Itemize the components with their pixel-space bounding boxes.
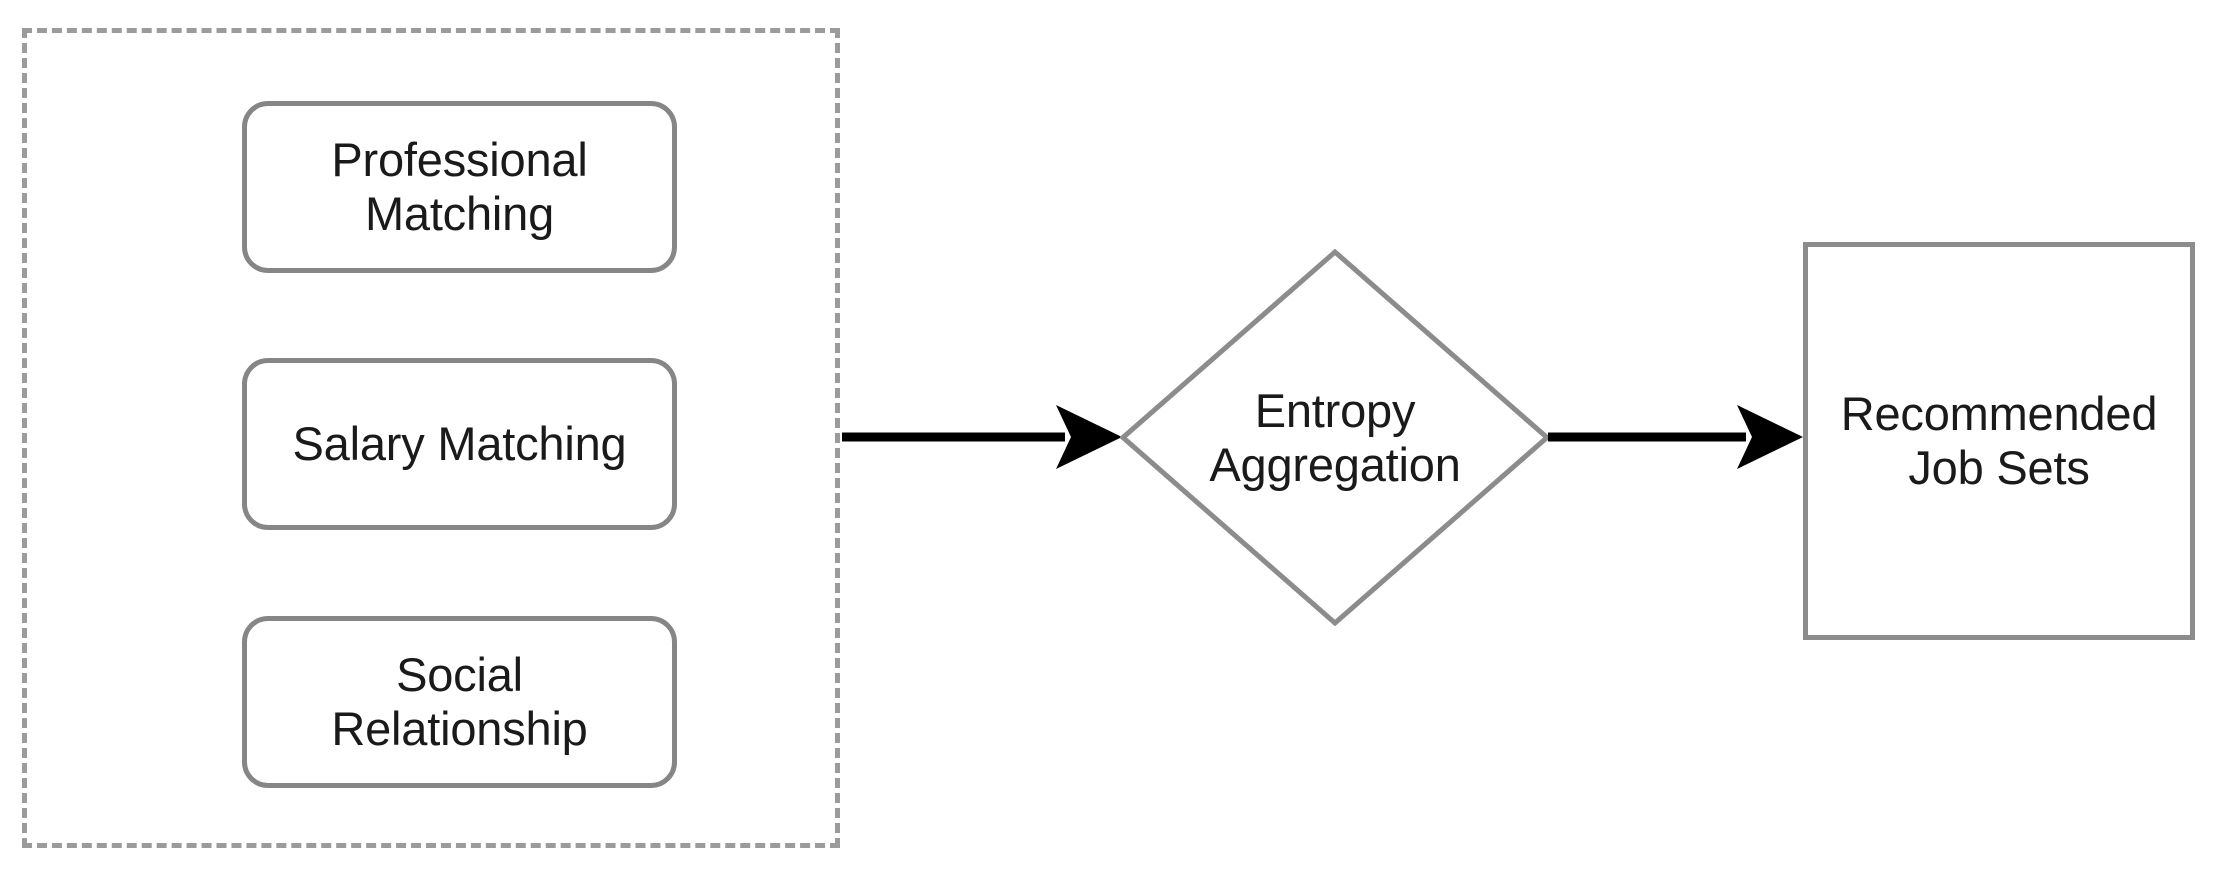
node-recommended-job-sets-label: Recommended Job Sets — [1840, 387, 2158, 494]
node-recommended-job-sets[interactable]: Recommended Job Sets — [1803, 242, 2195, 640]
node-salary-matching-label: Salary Matching — [292, 417, 627, 471]
edge-group-to-process — [840, 397, 1124, 477]
node-professional-matching[interactable]: Professional Matching — [242, 101, 677, 273]
matching-factors-group: Professional Matching Salary Matching So… — [22, 28, 840, 848]
node-entropy-aggregation[interactable]: Entropy Aggregation — [1120, 249, 1550, 626]
edge-process-to-output — [1546, 397, 1805, 477]
node-salary-matching[interactable]: Salary Matching — [242, 358, 677, 530]
node-social-relationship-label: Social Relationship — [331, 648, 588, 755]
arrow-right-icon — [842, 405, 1122, 469]
node-social-relationship[interactable]: Social Relationship — [242, 616, 677, 788]
diamond-shape-icon — [1120, 249, 1550, 626]
arrow-right-icon — [1548, 405, 1803, 469]
node-professional-matching-label: Professional Matching — [331, 133, 588, 240]
